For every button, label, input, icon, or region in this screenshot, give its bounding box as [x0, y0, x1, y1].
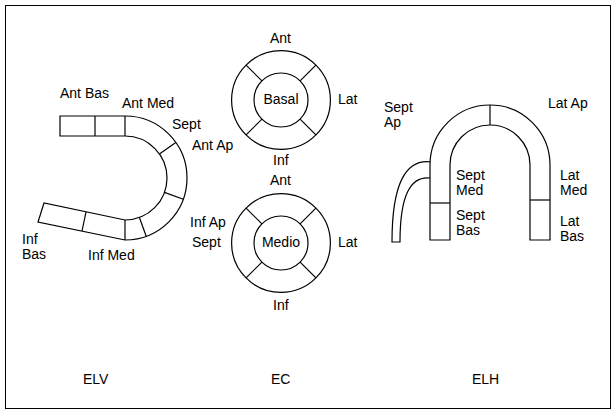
level-name: Medio: [262, 235, 300, 250]
level-name: Basal: [263, 92, 298, 107]
segment-label: Lat Med: [560, 168, 600, 199]
right-ventricle-outline: [392, 162, 432, 242]
segment-label: Ant: [270, 173, 291, 188]
short-axis-circle: Medio: [231, 193, 331, 293]
segment-label: Lat: [338, 235, 357, 250]
segment-label: Sept Bas: [456, 208, 496, 239]
segment-label: Inf: [273, 153, 289, 168]
segment-label: Inf Ap: [190, 215, 226, 230]
segment-label: Sept Ap: [384, 100, 424, 131]
segment-label: Lat Ap: [548, 96, 588, 111]
segment-label: Ant Med: [122, 96, 174, 111]
frame: [6, 6, 611, 409]
segment-label: Inf: [273, 298, 289, 313]
segment-label: Inf Med: [88, 248, 135, 263]
segment-label: Ant Ap: [192, 138, 233, 153]
segment-dividers: [82, 116, 183, 240]
view-name: ELH: [472, 372, 499, 387]
short-axis-circle: Basal: [231, 50, 331, 150]
segment-label: Sept Med: [456, 168, 496, 199]
segment-label: Ant Bas: [60, 86, 109, 101]
four-chamber-wall: [430, 105, 550, 240]
view-name: ELV: [83, 372, 108, 387]
view-name: EC: [271, 372, 290, 387]
segment-label: Lat: [338, 92, 357, 107]
segment-label: Lat Bas: [560, 214, 600, 245]
segment-label: Inf Bas: [22, 232, 52, 263]
long-axis-wall: [38, 116, 187, 240]
segment-label: Sept: [172, 117, 201, 132]
segment-label: Ant: [270, 31, 291, 46]
segment-label: Sept: [192, 235, 221, 250]
segment-dividers: [430, 105, 550, 203]
